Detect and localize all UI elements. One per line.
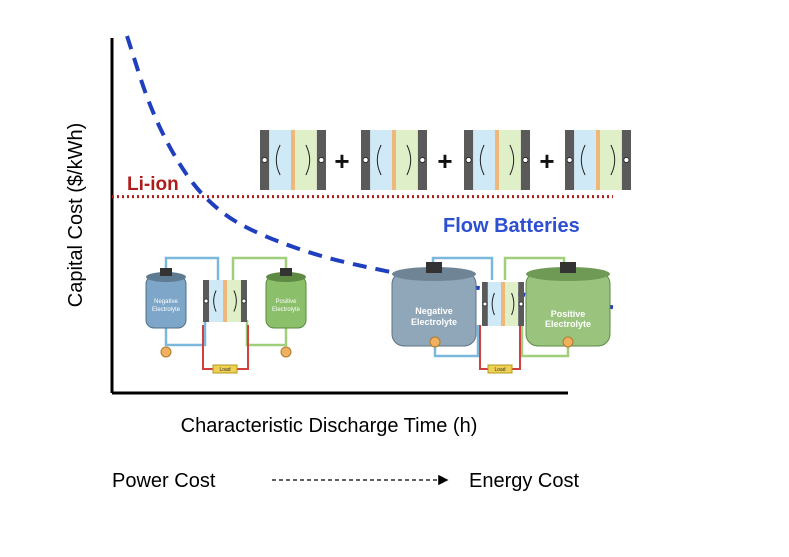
- stack-cell-3-negative-terminal: [465, 157, 472, 163]
- stack-cell-3-catholyte-arrow: [509, 144, 515, 176]
- small-pump-right: [280, 346, 292, 358]
- stack-cell-3-positive-terminal: [522, 157, 529, 163]
- stack-cell-3-membrane: [495, 130, 499, 190]
- small-flow-cell-catholyte-arrow: [233, 290, 237, 312]
- stack-cell-4: [565, 130, 631, 190]
- small-flow-battery-diagram: Negative Electrolyte Positive Electrolyt…: [145, 256, 307, 374]
- large-load-label: Load: [494, 367, 505, 373]
- small-flow-cell-anolyte-half: [209, 280, 223, 322]
- stack-cell-1-catholyte-arrow: [305, 144, 311, 176]
- stack-cell-2-anolyte-arrow: [376, 144, 382, 176]
- energy-cost-label: Energy Cost: [469, 470, 579, 492]
- stack-cell-1-negative-terminal: [261, 157, 268, 163]
- large-negative-label-1: Negative: [415, 306, 453, 316]
- stack-cell-1: [260, 130, 326, 190]
- large-cell: [482, 282, 524, 326]
- stack-cell-4-anolyte-half: [574, 130, 596, 190]
- large-flow-cell-catholyte-arrow: [511, 292, 515, 316]
- stack-cell-4-membrane: [596, 130, 600, 190]
- stack-cell-4-catholyte-arrow: [610, 144, 616, 176]
- small-load-label: Load: [219, 367, 230, 373]
- stack-cell-3-catholyte-half: [499, 130, 521, 190]
- small-positive-label-2: Electrolyte: [272, 307, 301, 313]
- large-flow-cell-positive-terminal: [518, 301, 524, 307]
- large-flow-battery-diagram: Negative Electrolyte Positive Electrolyt…: [391, 256, 611, 374]
- large-flow-cell-anolyte-arrow: [491, 292, 495, 316]
- stack-cell-3-anolyte-half: [473, 130, 495, 190]
- flow-batteries-label: Flow Batteries: [443, 215, 580, 237]
- y-axis-label: Capital Cost ($/kWh): [65, 123, 87, 308]
- plus-sign-2: +: [437, 146, 452, 176]
- stack-cell-2-anolyte-half: [370, 130, 392, 190]
- liion-label: Li-ion: [127, 174, 179, 195]
- small-pump-left: [160, 346, 172, 358]
- stack-cell-3: [464, 130, 530, 190]
- large-pump-right: [562, 336, 574, 348]
- stack-cell-2: [361, 130, 427, 190]
- large-positive-label-2: Electrolyte: [545, 319, 591, 329]
- stack-cell-2-positive-terminal: [419, 157, 426, 163]
- large-flow-cell-negative-terminal: [482, 301, 488, 307]
- stack-cell-4-anolyte-arrow: [580, 144, 586, 176]
- small-flow-cell-positive-terminal: [241, 298, 247, 304]
- large-negative-label-2: Electrolyte: [411, 317, 457, 327]
- stack-cell-1-positive-terminal: [318, 157, 325, 163]
- stack-cell-2-catholyte-arrow: [406, 144, 412, 176]
- stack-cell-1-anolyte-half: [269, 130, 291, 190]
- large-load: [487, 364, 513, 374]
- small-load: [212, 364, 238, 374]
- stack-cell-4-positive-terminal: [623, 157, 630, 163]
- stack-cell-2-catholyte-half: [396, 130, 418, 190]
- small-flow-cell-negative-terminal: [203, 298, 209, 304]
- plus-sign-1: +: [334, 146, 349, 176]
- large-flow-cell-anolyte-half: [487, 282, 501, 326]
- small-flow-cell-membrane: [223, 280, 227, 322]
- large-flow-cell-catholyte-half: [505, 282, 519, 326]
- plus-sign-3: +: [539, 146, 554, 176]
- stack-cell-1-membrane: [291, 130, 295, 190]
- stack-cell-1-anolyte-arrow: [275, 144, 281, 176]
- stack-cell-2-membrane: [392, 130, 396, 190]
- stack-cell-4-catholyte-half: [600, 130, 622, 190]
- stack-cell-4-negative-terminal: [566, 157, 573, 163]
- large-pump-left: [429, 336, 441, 348]
- small-cell: [203, 280, 247, 322]
- small-flow-cell: [203, 280, 247, 322]
- large-positive-label-1: Positive: [551, 309, 586, 319]
- small-negative-label-1: Negative: [154, 299, 178, 305]
- stack-cell-2-negative-terminal: [362, 157, 369, 163]
- x-axis-label: Characteristic Discharge Time (h): [181, 415, 478, 437]
- small-negative-label-2: Electrolyte: [152, 307, 181, 313]
- stack-cell-3-anolyte-arrow: [479, 144, 485, 176]
- stack-cell-1-catholyte-half: [295, 130, 317, 190]
- power-cost-label: Power Cost: [112, 470, 216, 492]
- small-flow-cell-anolyte-arrow: [213, 290, 217, 312]
- small-flow-cell-catholyte-half: [227, 280, 241, 322]
- large-flow-cell-membrane: [501, 282, 505, 326]
- cell-stack-row: [260, 130, 631, 190]
- large-flow-cell: [482, 282, 524, 326]
- small-positive-label-1: Positive: [275, 299, 297, 305]
